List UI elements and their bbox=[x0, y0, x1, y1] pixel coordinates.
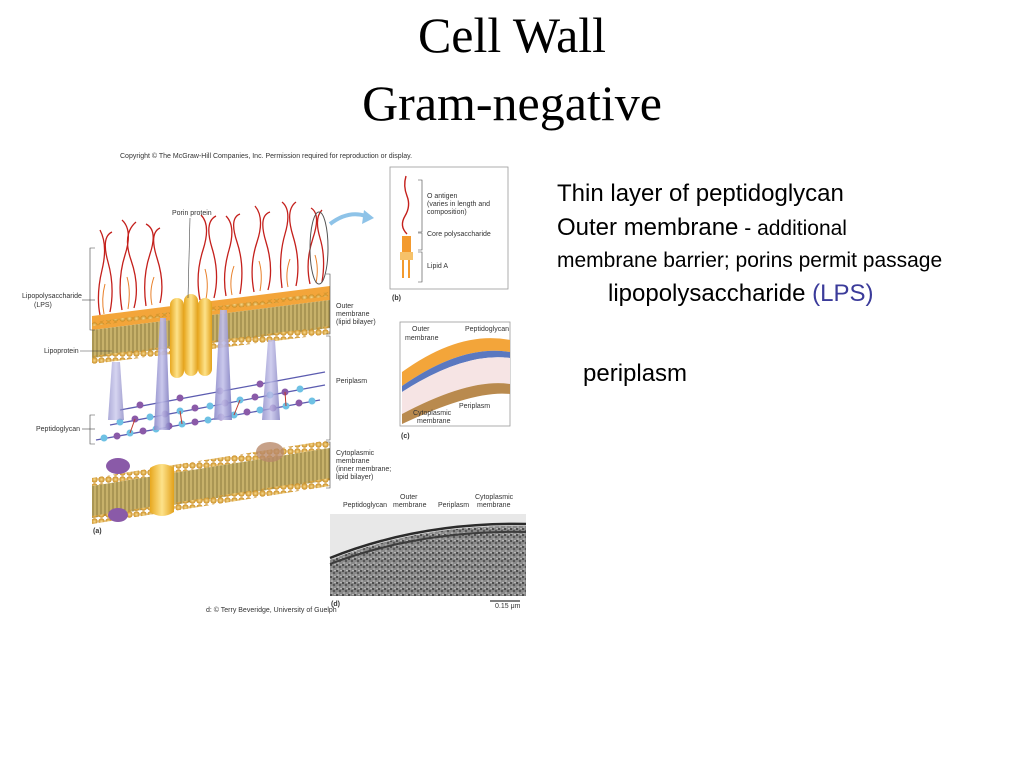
label-scale-bar: 0.15 μm bbox=[495, 603, 521, 610]
label-core-polysaccharide: Core polysaccharide bbox=[427, 231, 491, 238]
panel-c-envelope-section: Outer membrane Peptidoglycan Periplasm C… bbox=[399, 321, 511, 440]
panel-b-marker: (b) bbox=[392, 295, 401, 302]
lps-strands bbox=[97, 201, 325, 316]
label-d-peptidoglycan: Peptidoglycan bbox=[343, 502, 387, 509]
figure-copyright: Copyright © The McGraw-Hill Companies, I… bbox=[120, 152, 412, 160]
bullet-outer-membrane-rest: - additional bbox=[738, 217, 847, 240]
panel-a-marker: (a) bbox=[93, 528, 102, 535]
bullet-thin-peptidoglycan: Thin layer of peptidoglycan bbox=[557, 180, 844, 207]
label-outer-membrane-2: membrane bbox=[336, 311, 370, 318]
label-o-antigen-1: O antigen bbox=[427, 193, 457, 200]
label-o-antigen-2: (varies in length and bbox=[427, 201, 490, 208]
label-c-cyto-2: membrane bbox=[417, 418, 451, 425]
label-porin-protein: Porin protein bbox=[172, 210, 212, 217]
label-lps-line1: Lipopolysaccharide bbox=[22, 293, 82, 300]
bullet-periplasm: periplasm bbox=[583, 360, 688, 387]
bullet-lps-main: lipopolysaccharide bbox=[608, 280, 813, 307]
label-d-cyto-2: membrane bbox=[477, 502, 511, 509]
label-peptidoglycan: Peptidoglycan bbox=[36, 426, 80, 433]
bullet-membrane-barrier: membrane barrier; porins permit passage bbox=[557, 249, 943, 272]
label-cyto-1: Cytoplasmic bbox=[336, 450, 375, 457]
label-cyto-3: (inner membrane; bbox=[336, 466, 391, 473]
figure-credit: d: © Terry Beveridge, University of Guel… bbox=[206, 606, 337, 614]
label-d-outer-1: Outer bbox=[400, 494, 418, 501]
label-d-outer-2: membrane bbox=[393, 502, 427, 509]
bullet-outer-membrane: Outer membrane - additional bbox=[557, 214, 847, 242]
label-outer-membrane-1: Outer bbox=[336, 303, 354, 310]
label-o-antigen-3: composition) bbox=[427, 209, 467, 216]
panel-a-diagram: Porin protein Lipopolysaccharide (LPS) L… bbox=[22, 201, 391, 535]
label-lps-line2: (LPS) bbox=[34, 302, 52, 309]
panel-c-marker: (c) bbox=[401, 433, 410, 440]
peptidoglycan-layer bbox=[95, 371, 326, 442]
label-c-cyto-1: Cytoplasmic bbox=[413, 410, 452, 417]
bullet-lps-abbrev: (LPS) bbox=[812, 280, 874, 307]
label-d-periplasm: Periplasm bbox=[438, 502, 469, 509]
label-cyto-2: membrane bbox=[336, 458, 370, 465]
panel-b-lps-detail: O antigen (varies in length and composit… bbox=[389, 166, 509, 302]
slide-subtitle: Gram-negative bbox=[362, 75, 662, 131]
label-c-periplasm: Periplasm bbox=[459, 403, 490, 410]
panel-d-marker: (d) bbox=[331, 601, 340, 608]
label-lipid-a: Lipid A bbox=[427, 263, 448, 270]
porin-protein bbox=[170, 294, 212, 378]
label-lipoprotein: Lipoprotein bbox=[44, 348, 79, 355]
panel-d-micrograph: Peptidoglycan Outer membrane Periplasm C… bbox=[329, 494, 527, 610]
label-d-cyto-1: Cytoplasmic bbox=[475, 494, 514, 501]
label-c-outer-1: Outer bbox=[412, 326, 430, 333]
slide-title: Cell Wall bbox=[417, 7, 607, 63]
bullet-outer-membrane-main: Outer membrane bbox=[557, 214, 739, 241]
label-outer-membrane-3: (lipid bilayer) bbox=[336, 319, 376, 326]
label-periplasm: Periplasm bbox=[336, 378, 367, 385]
label-c-outer-2: membrane bbox=[405, 335, 439, 342]
label-cyto-4: lipid bilayer) bbox=[336, 474, 373, 481]
label-c-peptidoglycan: Peptidoglycan bbox=[465, 326, 509, 333]
bullet-lps: lipopolysaccharide (LPS) bbox=[608, 280, 873, 308]
